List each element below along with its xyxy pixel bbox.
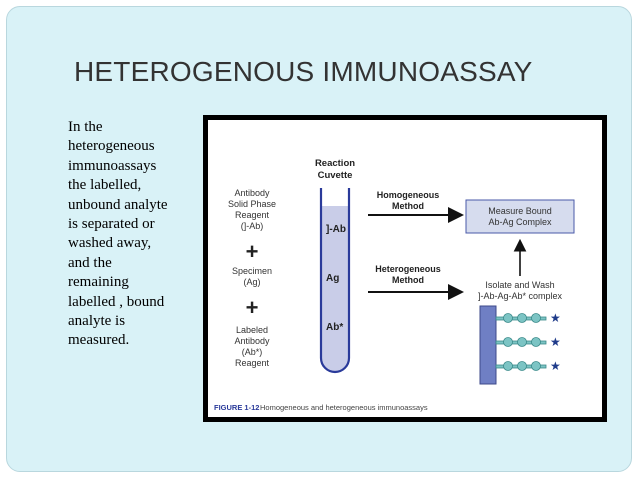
body-line: labelled , bound (68, 293, 165, 310)
heterogeneous-label: Heterogeneous (375, 264, 441, 274)
svg-text:★: ★ (550, 359, 561, 373)
immunoassay-diagram: Reaction Cuvette Antibody Solid Phase Re… (214, 158, 575, 412)
body-text: In the heterogeneous immunoassays the la… (68, 118, 198, 351)
isolate-label: ]-Ab-Ag-Ab* complex (478, 291, 563, 301)
figure-frame: Reaction Cuvette Antibody Solid Phase Re… (203, 115, 607, 422)
tube-ag-label: Ag (326, 273, 339, 284)
measure-box (465, 199, 575, 234)
specimen-line: Specimen (232, 266, 272, 276)
figure-panel: Reaction Cuvette Antibody Solid Phase Re… (208, 120, 602, 417)
svg-text:★: ★ (550, 335, 561, 349)
reagent1-line: (]-Ab) (241, 221, 264, 231)
reagent1-line: Reagent (235, 210, 270, 220)
homogeneous-label: Homogeneous (377, 190, 440, 200)
solid-phase-bar (479, 305, 497, 385)
complex-row (495, 313, 547, 371)
body-line: analyte is (68, 313, 126, 330)
reagent2-line: Labeled (236, 325, 268, 335)
body-line: unbound analyte (68, 196, 168, 213)
figure-caption-label: FIGURE 1-12 (214, 403, 259, 412)
reagent2-line: Antibody (234, 336, 270, 346)
body-line: measured. (68, 332, 130, 349)
body-line: washed away, (68, 235, 152, 252)
body-line: immunoassays (68, 157, 157, 174)
plus-sign: + (246, 239, 259, 264)
plus-sign: + (246, 295, 259, 320)
cuvette-tube (319, 188, 351, 374)
body-line: heterogeneous (68, 138, 155, 155)
figure-caption-text: Homogeneous and heterogeneous immunoassa… (260, 403, 428, 412)
slide-title: HETEROGENOUS IMMUNOASSAY (74, 56, 533, 87)
body-line: and the (68, 254, 112, 271)
cuvette-liquid (321, 206, 349, 372)
heterogeneous-label: Method (392, 275, 424, 285)
homogeneous-label: Method (392, 201, 424, 211)
tube-ab-label: ]-Ab (326, 224, 346, 235)
body-line: In the (68, 119, 103, 135)
cuvette-label-line: Reaction (315, 158, 355, 169)
star-icon: ★ ★ ★ (550, 311, 561, 373)
isolate-label: Isolate and Wash (485, 280, 554, 290)
measure-label: Ab-Ag Complex (488, 217, 552, 227)
body-line: is separated or (68, 216, 155, 233)
reagent1-line: Solid Phase (228, 199, 276, 209)
reagent2-line: Reagent (235, 358, 270, 368)
body-line: the labelled, (68, 177, 142, 194)
body-line: remaining (68, 274, 129, 291)
svg-text:★: ★ (550, 311, 561, 325)
reagent2-line: (Ab*) (242, 347, 263, 357)
cuvette-label-line: Cuvette (318, 170, 353, 181)
reagent1-line: Antibody (234, 188, 270, 198)
tube-abstar-label: Ab* (326, 322, 343, 333)
measure-label: Measure Bound (488, 206, 552, 216)
specimen-line: (Ag) (243, 277, 260, 287)
